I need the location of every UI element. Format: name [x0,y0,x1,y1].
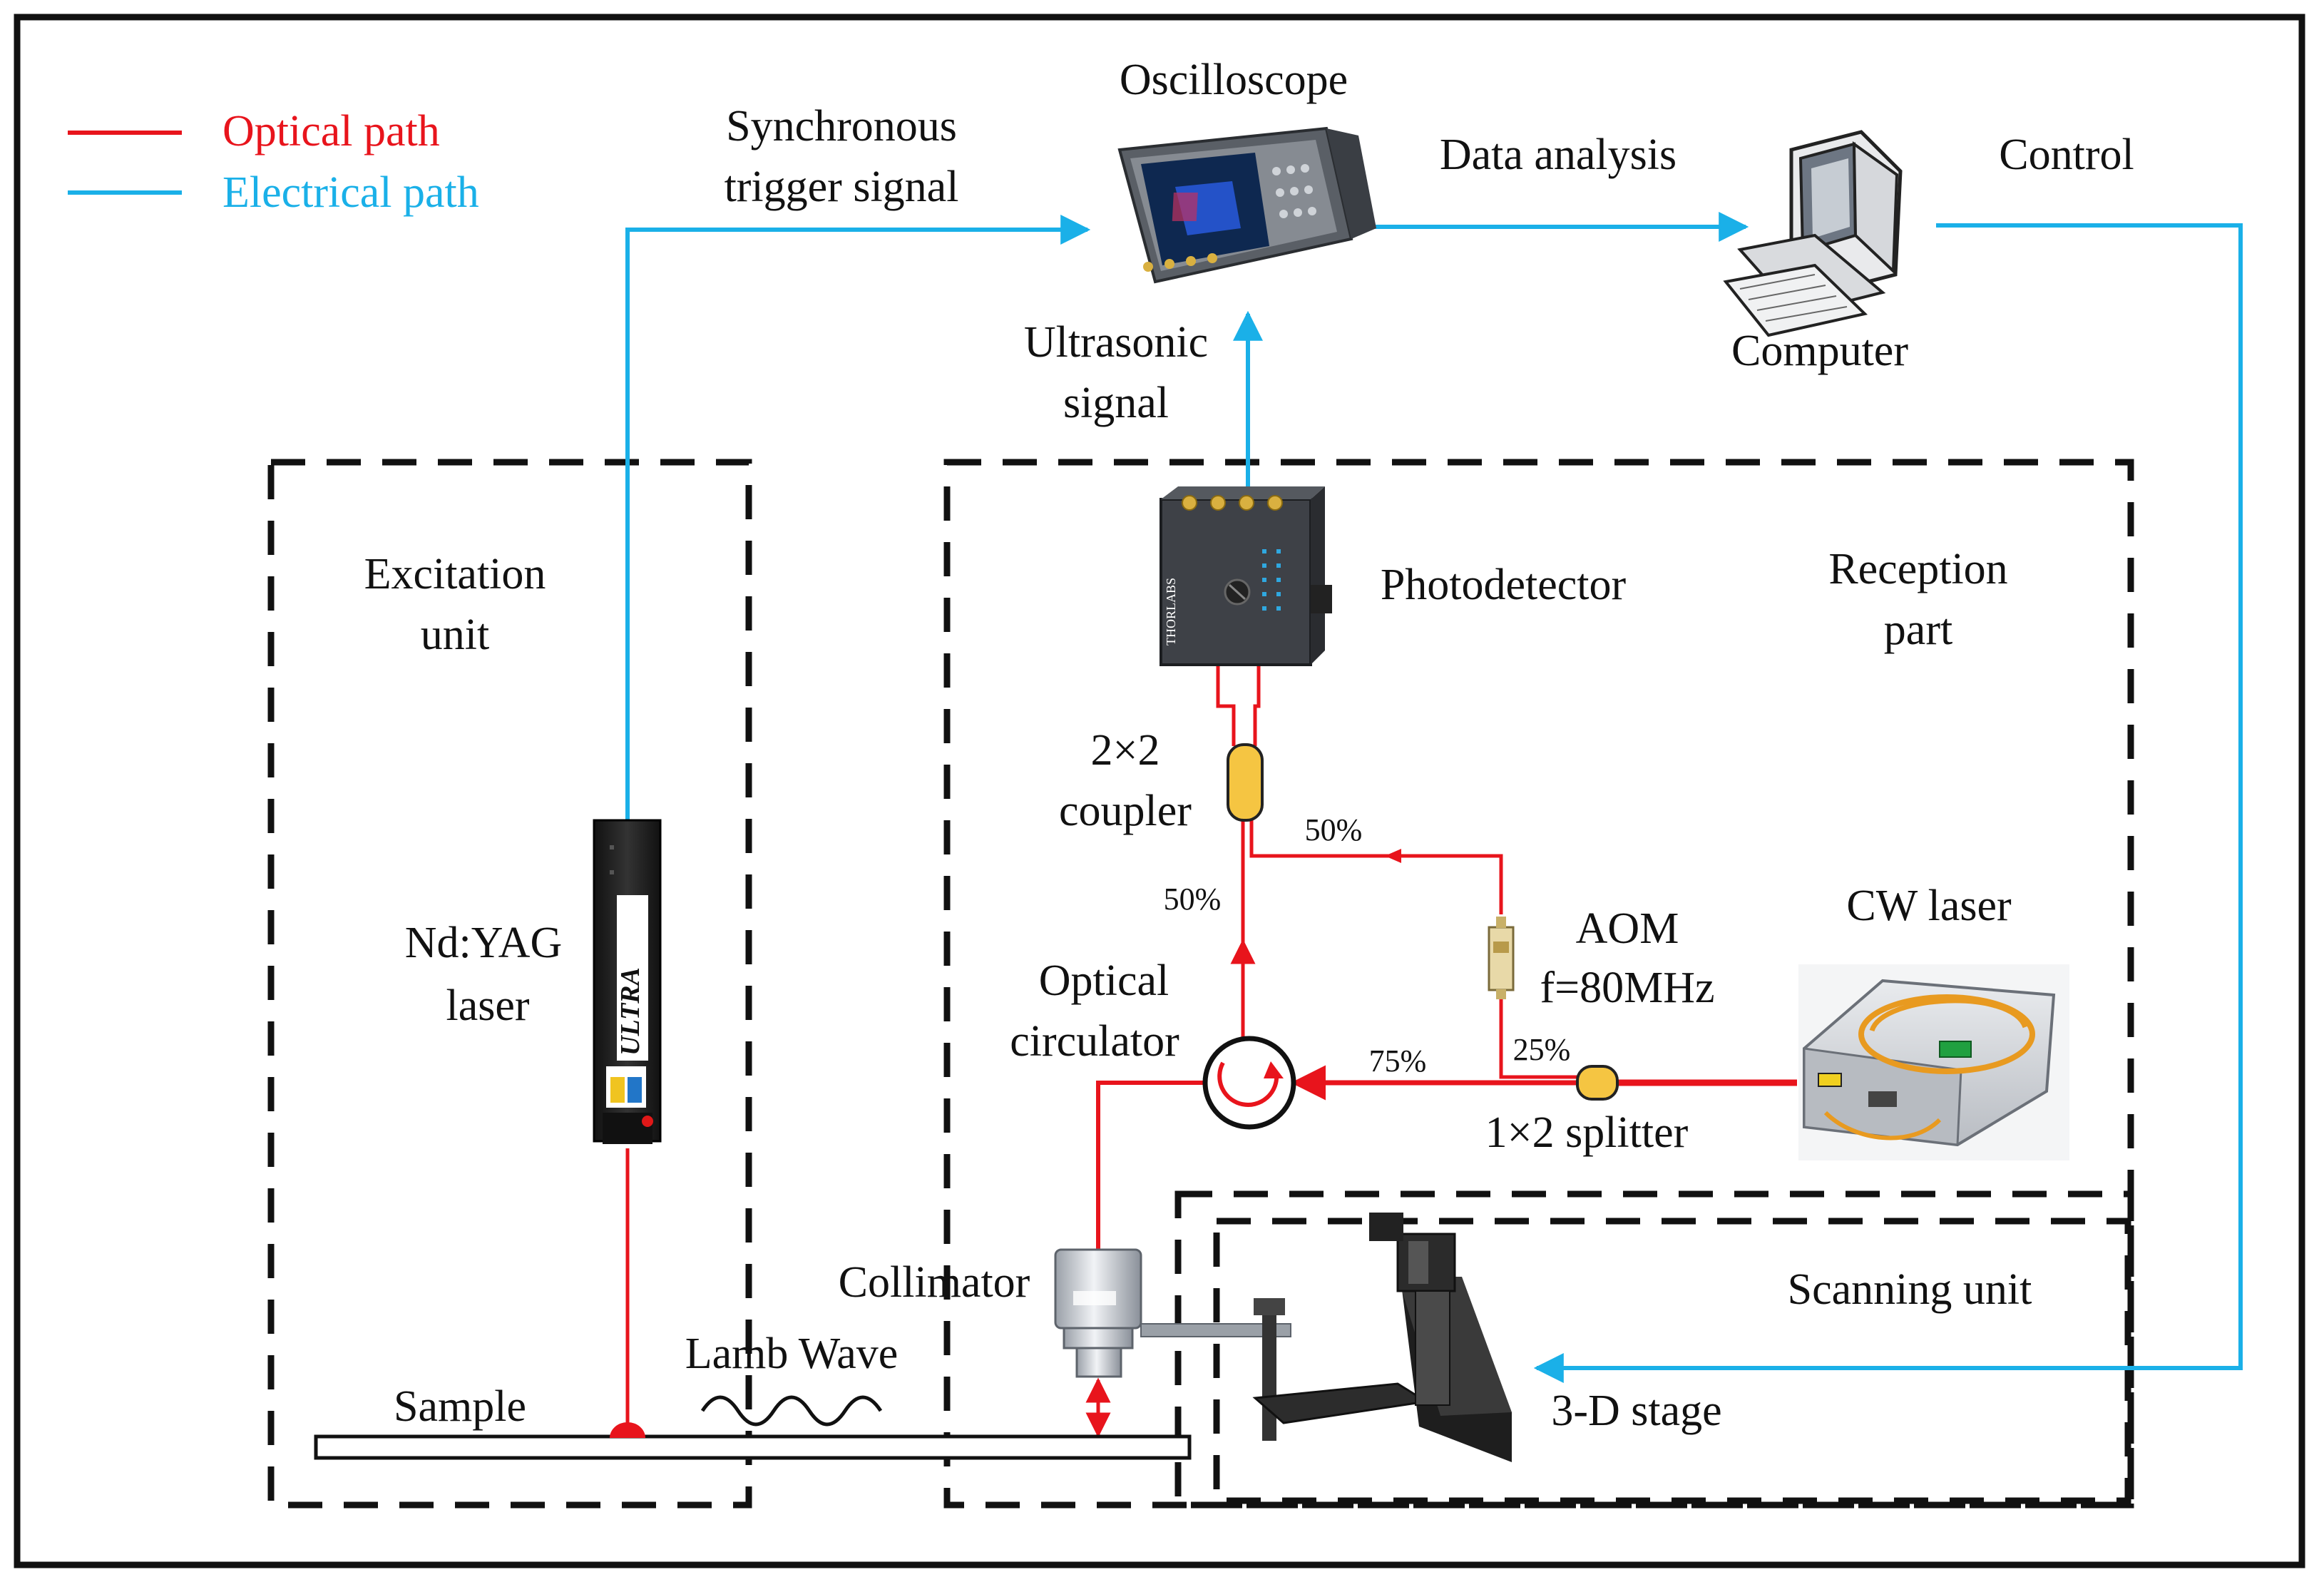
computer-icon [1723,130,1903,337]
splitter-1x2-icon [1576,1065,1619,1101]
splitter-75-pct: 75% [1369,1044,1427,1078]
computer-label: Computer [1731,327,1908,375]
scanning-unit-label: Scanning unit [1788,1265,2032,1314]
coupler-label-2: coupler [1059,787,1192,835]
reception-part-label-1: Reception [1828,545,2007,593]
data-analysis-label: Data analysis [1440,131,1677,179]
aom-icon [1488,917,1515,999]
sample-label: Sample [394,1382,526,1431]
oscilloscope-label: Oscilloscope [1120,56,1348,104]
splitter-label: 1×2 splitter [1485,1108,1689,1157]
ndyag-brand: ULTRA [615,967,645,1056]
photodetector-brand: THORLABS [1164,578,1178,646]
cw-laser-icon [1798,964,2069,1160]
legend-optical-label: Optical path [222,107,440,155]
control-label: Control [1999,131,2134,179]
splitter-25-pct: 25% [1513,1032,1571,1067]
coupler-label-1: 2×2 [1091,726,1160,775]
ndyag-label-2: laser [446,981,529,1030]
sync-trigger-label-2: trigger signal [725,163,959,211]
circulator-label-2: circulator [1010,1017,1179,1066]
collimator-icon [1054,1248,1142,1378]
ndyag-laser-icon: ULTRA [593,819,662,1144]
reception-part-label-2: part [1884,606,1952,654]
coupler-split-left-pct: 50% [1164,882,1222,917]
sync-trigger-line [625,215,1091,820]
coupler-2x2-icon [1227,743,1264,822]
scanning-unit-box [1174,1190,2134,1509]
excitation-unit-label-1: Excitation [364,550,546,598]
fiber-aom-to-coupler [1249,819,1503,914]
sample-plate [314,1434,1192,1460]
circulator-label-1: Optical [1039,956,1169,1005]
cw-laser-label: CW laser [1846,882,2012,930]
fiber-coupler-pd-b [1253,663,1261,746]
coupler-split-right-pct: 50% [1305,812,1363,847]
stage-3d-icon [1252,1213,1512,1462]
aom-label: AOM [1576,904,1679,953]
fiber-aom-arrowhead [1385,849,1401,863]
scanning-unit-inner-box [1213,1218,2131,1504]
stage-3d-label: 3-D stage [1551,1387,1721,1435]
collimator-holder-arm [1140,1323,1291,1337]
aom-frequency-label: f=80MHz [1540,964,1714,1012]
optical-circulator-icon [1202,1036,1296,1130]
legend-electrical-label: Electrical path [222,168,479,217]
sync-trigger-label-1: Synchronous [726,102,957,150]
photodetector-label: Photodetector [1381,561,1627,609]
ultrasonic-label-2: signal [1063,379,1169,427]
ultrasonic-label-1: Ultrasonic [1024,318,1208,367]
ndyag-label-1: Nd:YAG [405,919,562,967]
fiber-circ-to-collimator [1096,1081,1205,1250]
lamb-wave-label: Lamb Wave [685,1330,899,1378]
excitation-unit-label-2: unit [421,611,489,659]
fiber-coupler-pd-a [1216,663,1236,746]
excitation-spot [610,1422,645,1438]
oscilloscope-icon [1117,126,1376,284]
collimator-label: Collimator [839,1258,1030,1307]
photodetector-icon: THORLABS [1160,486,1332,666]
fiber-25 [1499,995,1577,1079]
excitation-unit-box [267,459,752,1509]
control-line [1533,223,2243,1383]
outer-frame [14,14,2305,1568]
lamb-wave-curve [700,1395,883,1427]
